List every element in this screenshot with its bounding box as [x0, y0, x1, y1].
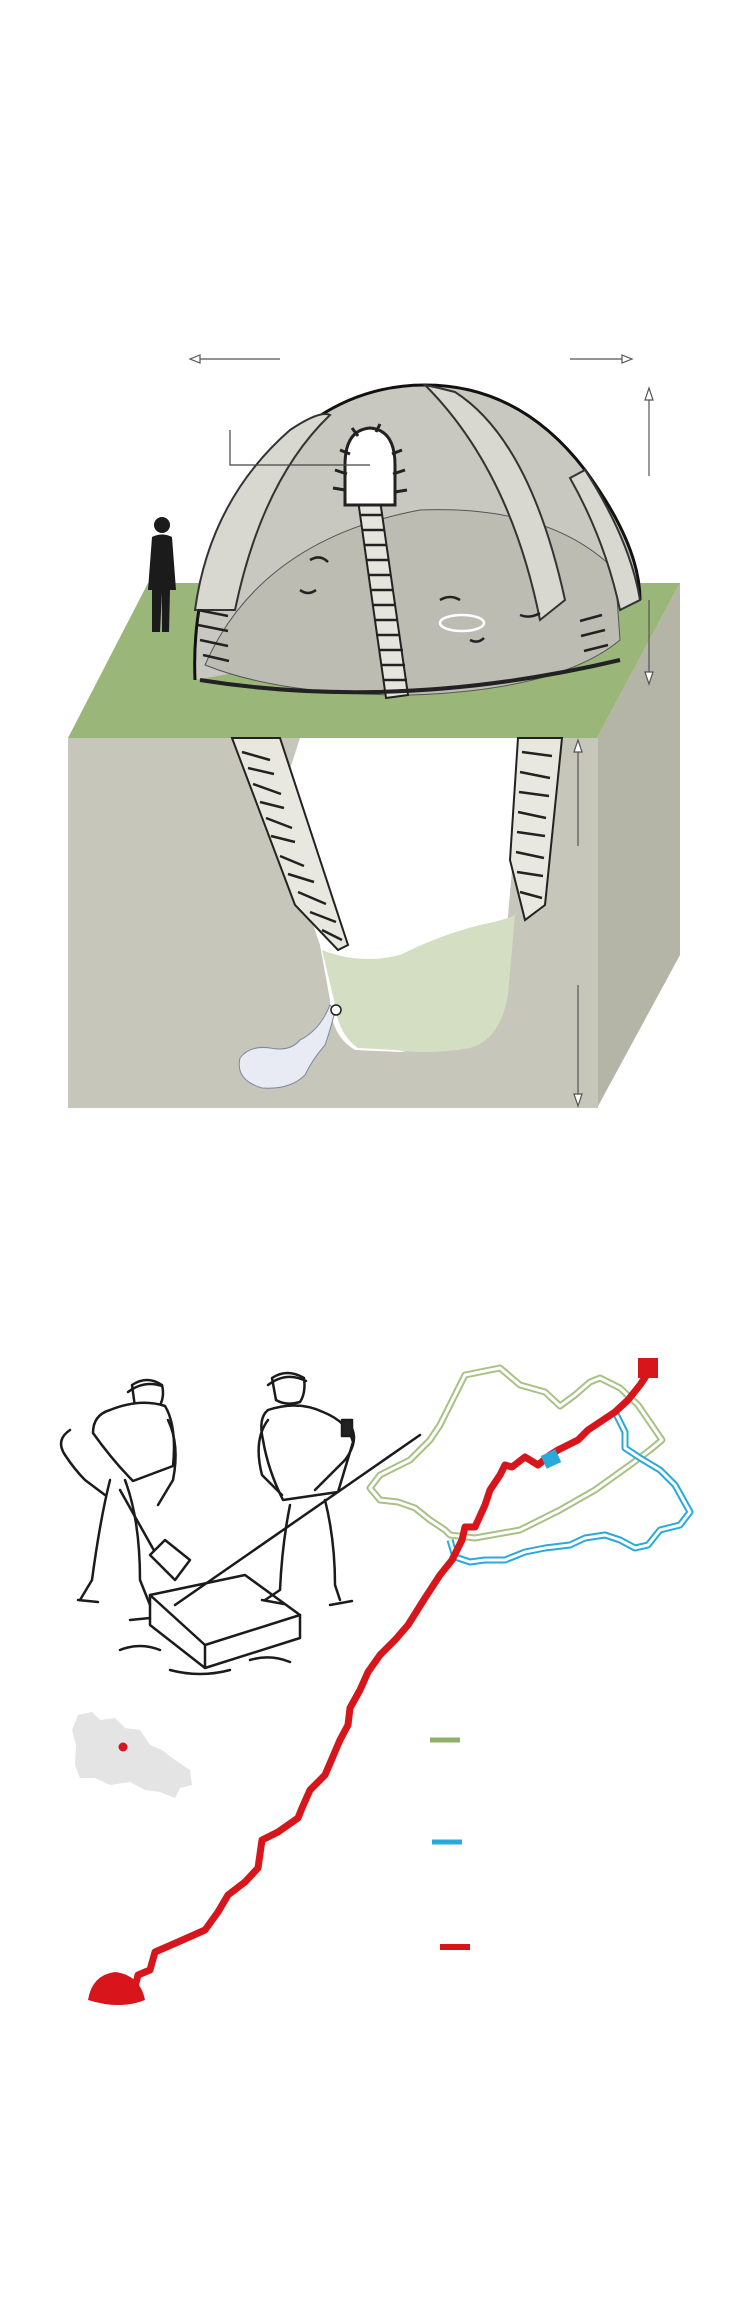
dome-floor-stone — [438, 613, 486, 633]
region-locator — [72, 1712, 192, 1798]
person-silhouette — [148, 517, 176, 632]
workers-cutting-ice — [59, 1371, 422, 1676]
opening-leader-line — [229, 430, 370, 466]
ice-block — [148, 1573, 302, 1647]
right-wall-stones — [515, 750, 553, 900]
ice-house-cutaway — [68, 354, 680, 1108]
dome-ribs — [193, 383, 642, 622]
pit-depth-arrow-lower — [573, 985, 583, 1108]
pit-rough-edge — [300, 738, 470, 840]
drain-outflow — [238, 1004, 336, 1089]
opening-stones — [332, 423, 408, 494]
drain-hole — [330, 1004, 342, 1016]
pit-depth-arrow-upper — [573, 738, 583, 846]
blue-route-marker — [540, 1449, 562, 1469]
dome-height-arrow — [644, 386, 654, 476]
earth-side-face — [597, 583, 680, 1108]
dome-wall-stones — [197, 556, 609, 663]
dome-base — [199, 658, 621, 695]
red-route-start — [88, 1972, 145, 2005]
ice-fill — [322, 915, 515, 1053]
ground-depth-arrow — [644, 600, 654, 686]
ladder-rungs — [360, 513, 407, 682]
width-arrow-left — [188, 354, 280, 364]
left-worker — [59, 1378, 192, 1622]
red-route — [131, 1368, 653, 1988]
left-pit-wall — [230, 737, 350, 952]
route-map — [72, 1358, 694, 2005]
ground-marks — [118, 1644, 292, 1676]
map-legend — [430, 1737, 470, 1950]
right-pit-wall — [508, 737, 564, 922]
region-locator-dot — [118, 1742, 128, 1752]
width-arrow-right — [570, 354, 634, 364]
green-route — [366, 1364, 666, 1542]
left-wall-stones — [241, 750, 343, 942]
right-worker — [173, 1371, 422, 1607]
red-route-end — [638, 1358, 658, 1378]
dome-top-opening — [343, 426, 397, 507]
